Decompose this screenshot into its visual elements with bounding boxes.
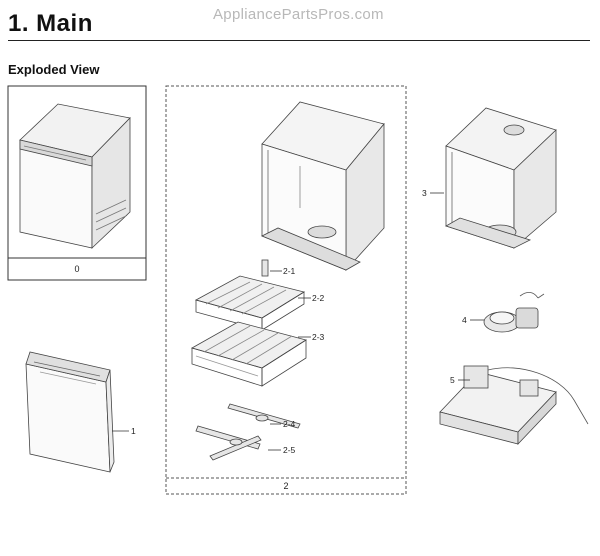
tub-group-panel: 2 (165, 85, 407, 495)
lower-rack-illustration (190, 321, 307, 387)
base-illustration (439, 365, 589, 446)
base-callout: 5 (450, 375, 455, 385)
assembled-dishwasher-illustration (19, 103, 131, 249)
tub-group-panel-label: 2 (283, 481, 288, 491)
watermark: AppliancePartsPros.com (213, 6, 384, 23)
upper-rack-callout: 2-2 (312, 293, 325, 303)
inner-tub-illustration (261, 101, 385, 272)
rack-rail-illustration (261, 259, 269, 277)
door-callout: 1 (131, 426, 136, 436)
lower-rack-callout: 2-3 (312, 332, 325, 342)
title-divider (8, 40, 590, 41)
upper-spray-arm-illustration (227, 403, 301, 429)
pump-illustration (483, 292, 545, 333)
section-subtitle: Exploded View (8, 62, 100, 77)
upper-rack-illustration (194, 275, 306, 331)
pump-callout: 4 (462, 315, 467, 325)
assembly-panel-label: 0 (74, 264, 79, 274)
outer-tub-illustration (445, 107, 557, 249)
page-title: 1. Main (8, 10, 93, 37)
lower-spray-arm-illustration (195, 425, 262, 461)
upper-spray-arm-callout: 2-4 (283, 419, 296, 429)
door-illustration (25, 351, 115, 473)
outer-tub-callout: 3 (422, 188, 427, 198)
lower-spray-arm-callout: 2-5 (283, 445, 296, 455)
rack-rail-callout: 2-1 (283, 266, 296, 276)
assembly-panel: 0 (7, 85, 147, 281)
